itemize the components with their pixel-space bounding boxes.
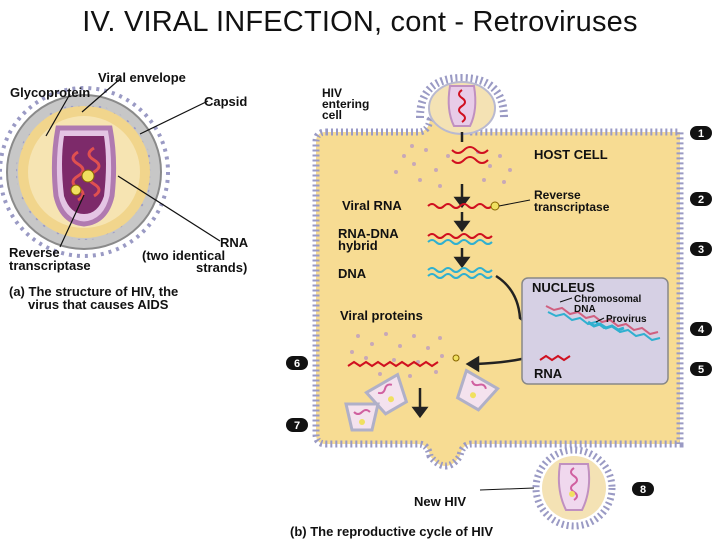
new-hiv-virion <box>532 446 616 530</box>
cycle-rt-label-line1: Reverse <box>534 188 581 202</box>
chromosomal-dna-label-line2: DNA <box>574 304 596 315</box>
transcribed-rna <box>539 354 571 362</box>
step-badge-8: 8 <box>632 482 654 496</box>
dna-label: DNA <box>338 266 367 281</box>
step-badge-1: 1 <box>690 126 712 140</box>
svg-text:3: 3 <box>698 244 704 256</box>
structure-caption-line2: virus that causes AIDS <box>28 297 169 312</box>
rna-note-line1: (two identical <box>142 248 225 263</box>
step-badge-6: 6 <box>286 356 308 370</box>
viral-rna-strand <box>427 203 493 209</box>
svg-text:4: 4 <box>698 324 705 336</box>
reverse-transcriptase-label-line2: transcriptase <box>9 258 91 273</box>
provirus-label: Provirus <box>606 314 647 325</box>
step-badge-7: 7 <box>286 418 308 432</box>
slide-title: IV. VIRAL INFECTION, cont - Retroviruses <box>82 6 638 38</box>
viral-proteins-label: Viral proteins <box>340 308 423 323</box>
step-badge-5: 5 <box>690 362 712 376</box>
hiv-entering-label-line1: HIV <box>322 86 342 100</box>
rna-strands <box>87 146 101 198</box>
hiv-entering-label-line3: cell <box>322 108 342 122</box>
cycle-rt-label-line2: transcriptase <box>534 200 610 214</box>
svg-text:1: 1 <box>698 128 704 140</box>
rna-dna-hybrid-label-line1: RNA-DNA <box>338 226 399 241</box>
rna-label: RNA <box>220 235 249 250</box>
chromosomal-dna-label-line1: Chromosomal <box>574 294 641 305</box>
svg-text:7: 7 <box>294 420 300 432</box>
viral-envelope-label: Viral envelope <box>98 70 186 85</box>
rna-dna-hybrid <box>427 233 493 245</box>
svg-text:5: 5 <box>698 364 704 376</box>
new-hiv-label: New HIV <box>414 494 466 509</box>
reverse-transcriptase-dot <box>81 169 95 183</box>
glycoprotein-label: Glycoprotein <box>10 85 90 100</box>
step-badge-2: 2 <box>690 192 712 206</box>
hiv-entering-label-line2: entering <box>322 97 369 111</box>
hiv-structure-illustration <box>0 78 221 258</box>
structure-caption-line1: (a) The structure of HIV, the <box>9 284 178 299</box>
integrated-provirus <box>545 305 661 342</box>
viral-rna-label: Viral RNA <box>342 198 402 213</box>
capsid-label: Capsid <box>204 94 247 109</box>
svg-text:6: 6 <box>294 358 300 370</box>
entering-virion <box>416 73 508 135</box>
rna-dna-hybrid-label-line2: hybrid <box>338 238 378 253</box>
uncoated-capsid-proteins <box>394 144 512 188</box>
reverse-transcriptase-label-line1: Reverse <box>9 245 60 260</box>
assembling-virions <box>344 368 500 432</box>
double-stranded-dna <box>427 267 493 279</box>
step-badge-3: 3 <box>690 242 712 256</box>
svg-text:2: 2 <box>698 194 704 206</box>
glycoprotein-spikes <box>0 86 170 258</box>
svg-text:8: 8 <box>640 484 646 496</box>
rna-note-line2: strands) <box>196 260 247 275</box>
host-cell-label: HOST CELL <box>534 147 608 162</box>
nucleus-label: NUCLEUS <box>532 280 595 295</box>
step-badge-4: 4 <box>690 322 712 336</box>
cycle-rna-label: RNA <box>534 366 563 381</box>
cycle-caption: (b) The reproductive cycle of HIV <box>290 524 493 539</box>
